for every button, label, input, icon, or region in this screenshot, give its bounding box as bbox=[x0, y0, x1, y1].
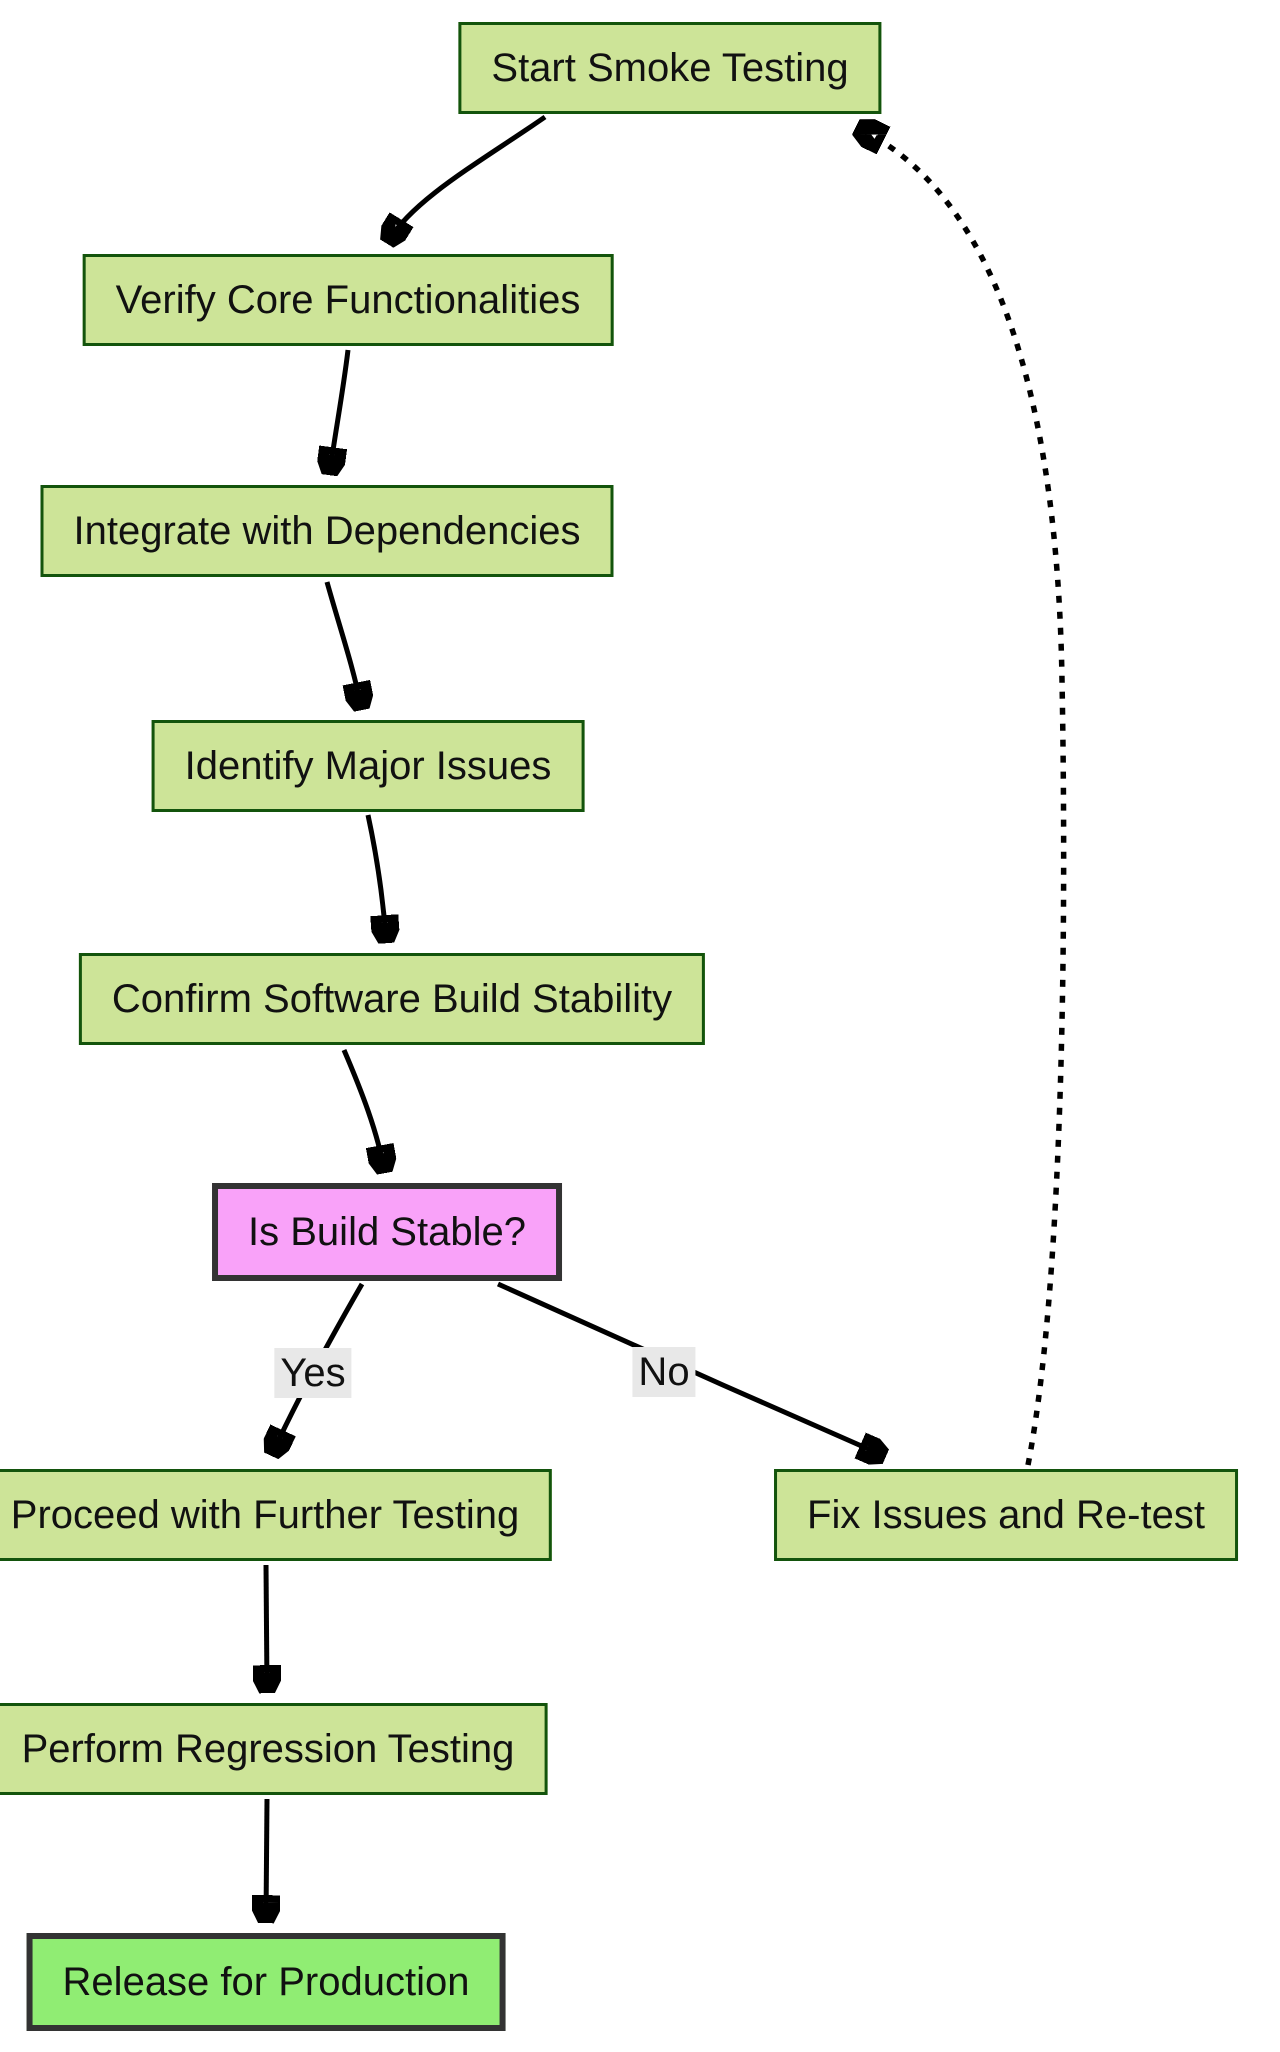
node-perform-regression-testing: Perform Regression Testing bbox=[0, 1703, 548, 1795]
edge-fix-to-start-dashed bbox=[860, 129, 1067, 1466]
node-release-for-production: Release for Production bbox=[26, 1933, 506, 2031]
edge-label-yes: Yes bbox=[274, 1348, 352, 1398]
node-verify-core-functionalities: Verify Core Functionalities bbox=[82, 254, 614, 346]
node-confirm-software-build-stability: Confirm Software Build Stability bbox=[78, 953, 706, 1045]
node-proceed-with-further-testing: Proceed with Further Testing bbox=[0, 1469, 553, 1561]
node-fix-issues-and-re-test: Fix Issues and Re-test bbox=[774, 1469, 1238, 1561]
edge-confirm-to-decision bbox=[341, 1049, 384, 1169]
node-is-build-stable-decision: Is Build Stable? bbox=[212, 1183, 562, 1281]
edge-integrate-to-identify bbox=[324, 581, 361, 706]
node-identify-major-issues: Identify Major Issues bbox=[151, 720, 585, 812]
node-start-smoke-testing: Start Smoke Testing bbox=[458, 22, 882, 114]
edge-verify-to-integrate bbox=[330, 349, 351, 471]
node-integrate-with-dependencies: Integrate with Dependencies bbox=[40, 485, 614, 577]
edge-label-no: No bbox=[632, 1347, 696, 1397]
edge-start-to-verify bbox=[389, 114, 547, 240]
edge-regression-to-release bbox=[266, 1798, 267, 1919]
edge-proceed-to-regression bbox=[266, 1564, 267, 1689]
edge-identify-to-confirm bbox=[365, 814, 386, 939]
